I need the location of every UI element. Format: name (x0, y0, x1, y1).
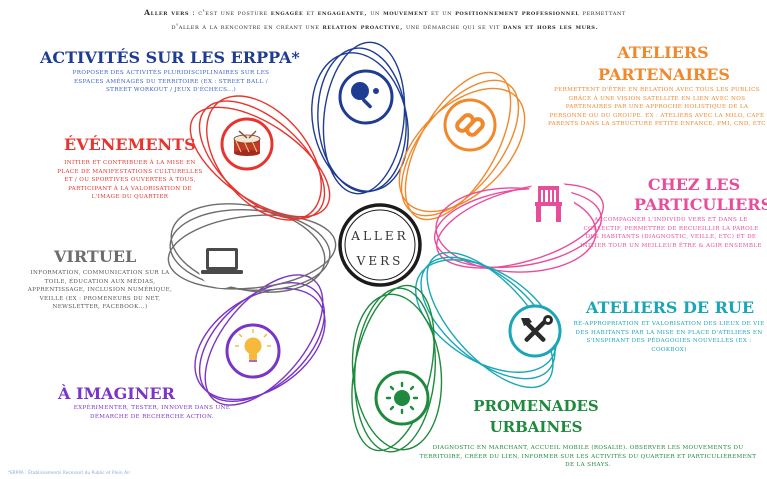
promenades-desc: Diagnostic en marchant, accueil mobile (… (419, 445, 757, 469)
petal-erppa (311, 41, 409, 195)
evenements-desc: Initier et contribuer à la mise en place… (57, 160, 203, 201)
footnote: *ERPPA : Établissements Recevant du Publ… (8, 470, 131, 475)
ateliers-rue-desc: Ré-appropriation et valorisation des lie… (573, 321, 765, 353)
intro-text: Aller vers : c'est une posture engagée e… (10, 6, 760, 34)
virtuel-title: VIRTUEL (54, 247, 137, 266)
erppa-desc: Proposer des activités pluridisciplinair… (72, 70, 270, 94)
lightbulb-icon (225, 323, 281, 379)
petal-virtuel (167, 203, 337, 293)
evenements-title: ÉVÉNEMENTS (64, 135, 196, 154)
center-hub: ALLER VERS (338, 203, 422, 287)
petal-ateliers-rue (414, 251, 558, 389)
petal-particuliers (433, 183, 604, 273)
chair-icon (524, 179, 574, 229)
tools-icon (508, 304, 562, 358)
particuliers-desc: Accompagner l'individu vers et dans le c… (580, 217, 762, 249)
particuliers-title: CHEZ LES PARTICULIERS (634, 175, 767, 214)
center-line-2: VERS (356, 254, 404, 268)
imaginer-title: À IMAGINER (58, 384, 175, 403)
virtuel-desc: Information, communication sur la toile,… (27, 270, 173, 311)
ateliers-partenaires-title: ATELIERS PARTENAIRES (598, 43, 730, 84)
petal-evenements (189, 95, 331, 221)
promenades-title: PROMENADES URBAINES (473, 397, 599, 436)
petal-ateliers-partenaires (398, 71, 526, 221)
intro-line-2: d'aller à la rencontre en créant une rel… (171, 22, 599, 31)
ateliers-partenaires-desc: Permettent d'être en relation avec tous … (548, 87, 766, 128)
petal-promenades (351, 284, 443, 453)
erppa-title: ACTIVITÉS SUR LES ERPPA* (40, 48, 300, 67)
ateliers-rue-title: ATELIERS DE RUE (586, 298, 755, 317)
center-line-1: ALLER (350, 229, 408, 243)
intro-line-1: Aller vers : c'est une posture engagée e… (144, 8, 626, 17)
ping-pong-icon (338, 69, 394, 125)
imaginer-desc: Expérimenter, tester, innover dans une d… (73, 405, 231, 420)
sun-icon (374, 370, 430, 426)
laptop-icon (197, 238, 247, 288)
drum-icon (220, 117, 274, 171)
link-icon (443, 98, 497, 152)
